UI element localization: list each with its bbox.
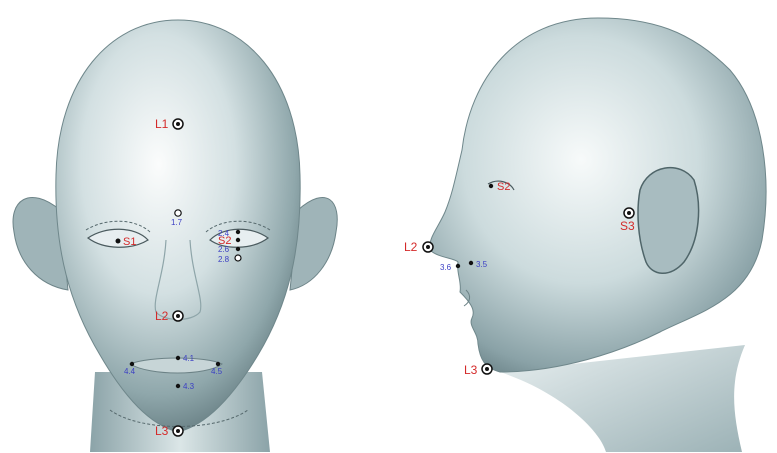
label-L3: L3: [155, 424, 169, 438]
side-label-L2: L2: [404, 240, 418, 254]
side-label-L3: L3: [464, 363, 478, 377]
side-head-shape: [430, 18, 766, 372]
side-label-S3: S3: [620, 219, 635, 233]
label-L1: L1: [155, 117, 169, 131]
side-landmark-L2: L2: [404, 240, 433, 254]
label-2-6: 2.6: [218, 245, 230, 254]
side-label-3-5: 3.5: [476, 260, 488, 269]
label-S1: S1: [123, 236, 136, 248]
label-1-7: 1.7: [171, 218, 183, 227]
side-head: S2 S3 L2 3.6 3.5 L3: [404, 18, 766, 452]
label-4-4: 4.4: [124, 367, 136, 376]
label-4-1: 4.1: [183, 354, 195, 363]
label-4-3: 4.3: [183, 382, 195, 391]
side-landmark-L3: L3: [464, 363, 492, 377]
label-4-5: 4.5: [211, 367, 223, 376]
side-label-3-6: 3.6: [440, 263, 452, 272]
front-head: L1 1.7 S1 2.4 S2 2.6 2.8 L2: [13, 20, 337, 452]
side-label-S2: S2: [497, 181, 510, 193]
label-2-8: 2.8: [218, 255, 230, 264]
label-L2: L2: [155, 309, 169, 323]
